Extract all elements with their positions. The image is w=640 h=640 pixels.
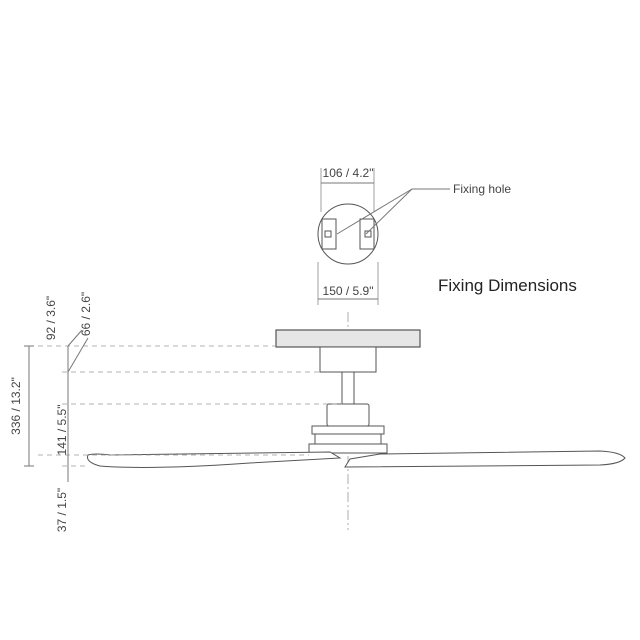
hole-spacing-label: 106 / 4.2": [323, 166, 374, 180]
motor-base: [308, 443, 388, 454]
fixing-slot-left: [324, 230, 332, 238]
diagram-title: Fixing Dimensions: [438, 276, 577, 295]
fixing-slot-right: [364, 230, 372, 238]
fixing-hole-leader-1: [336, 188, 413, 235]
downrod: [341, 371, 355, 405]
total-drop-label: 336 / 13.2": [9, 377, 23, 435]
canopy-height-leader: [67, 329, 83, 347]
canopy-height-label: 92 / 3.6": [44, 296, 58, 340]
canopy-to-downrod-label: 66 / 2.6": [79, 292, 93, 336]
blade-thickness-label: 37 / 1.5": [55, 488, 69, 532]
canopy: [319, 346, 377, 373]
fan-side-view: [38, 312, 626, 530]
canopy-to-downrod-leader: [67, 337, 89, 373]
plate-diameter-label: 150 / 5.9": [323, 284, 374, 298]
mounting-plate-top-view: 106 / 4.2" Fixing hole 150 / 5.9": [317, 166, 511, 305]
vertical-dimensions: 336 / 13.2" 92 / 3.6" 66 / 2.6" 141 / 5.…: [9, 292, 93, 532]
motor-upper: [326, 403, 370, 427]
motor-ring-2: [314, 433, 382, 445]
ceiling-mount: [275, 329, 421, 348]
motor-ring-1: [311, 425, 385, 435]
fixing-hole-label: Fixing hole: [453, 182, 511, 196]
fixing-hole-leader-2: [365, 188, 413, 235]
motor-height-label: 141 / 5.5": [55, 405, 69, 456]
blade-left: [87, 451, 342, 468]
blade-right: [344, 450, 626, 468]
